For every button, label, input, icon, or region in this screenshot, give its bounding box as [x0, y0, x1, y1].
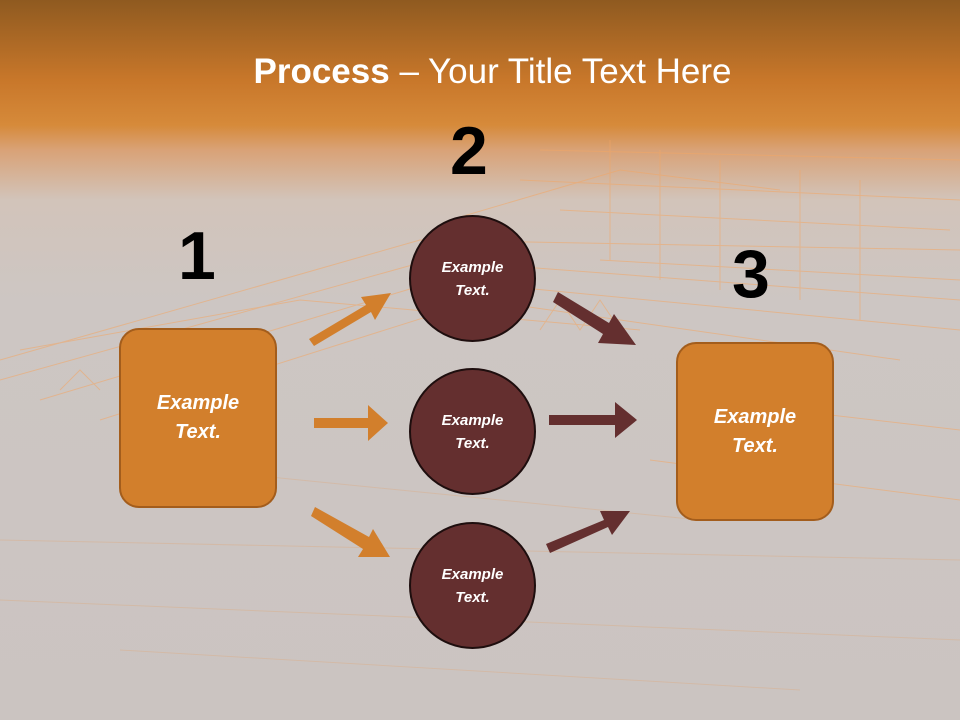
arrow-left-to-top: [309, 293, 391, 346]
arrow-middle-to-right: [549, 402, 637, 438]
orange-arrows: [309, 293, 391, 557]
step-number-3: 3: [732, 236, 770, 312]
step-number-2: 2: [450, 113, 488, 189]
arrow-top-to-right: [553, 292, 636, 345]
circle-middle-text: Example Text.: [441, 411, 504, 452]
left-box: Example Text.: [119, 328, 277, 508]
arrow-left-to-middle: [314, 405, 388, 441]
circle-top: Example Text.: [409, 215, 536, 342]
circle-middle: Example Text.: [409, 368, 536, 495]
right-box-text: Example Text.: [713, 405, 797, 457]
right-box: Example Text.: [676, 342, 834, 521]
step-number-1: 1: [178, 218, 216, 294]
circle-top-text: Example Text.: [441, 258, 504, 299]
maroon-arrows: [546, 292, 637, 553]
circle-bottom: Example Text.: [409, 522, 536, 649]
slide-title: Process – Your Title Text Here: [0, 52, 960, 92]
arrow-left-to-bottom: [311, 507, 390, 557]
title-bold: Process: [253, 52, 390, 91]
title-rest: – Your Title Text Here: [389, 52, 732, 91]
left-box-text: Example Text.: [156, 392, 240, 443]
circle-bottom-text: Example Text.: [441, 565, 504, 606]
arrow-bottom-to-right: [546, 511, 630, 553]
